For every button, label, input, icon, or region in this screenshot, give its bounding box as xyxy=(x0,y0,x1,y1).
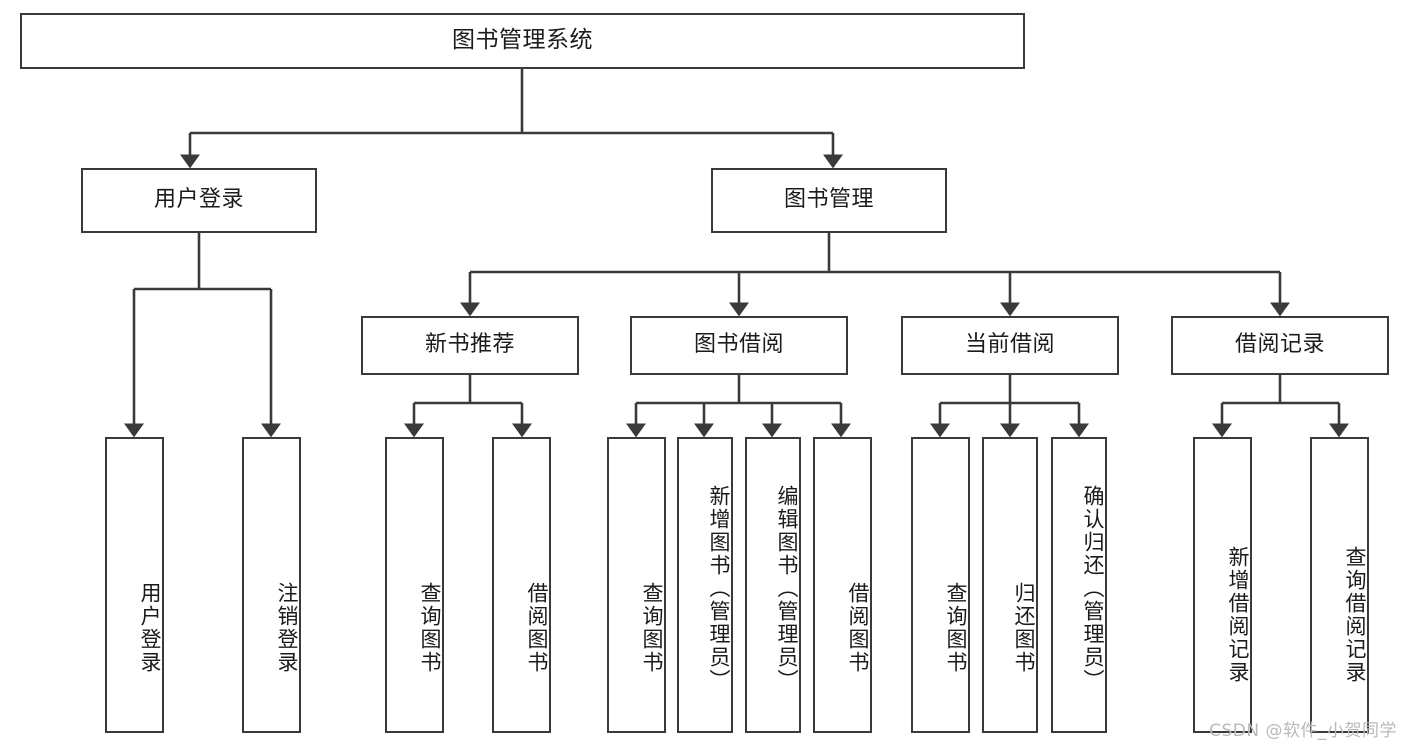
leaf-return-book-label: 归还图书 xyxy=(1012,582,1036,674)
leaf-confirm-return-label: 确认归还（管理员） xyxy=(1081,484,1105,692)
leaf-confirm-return[interactable]: 确认归还（管理员） xyxy=(1051,437,1107,733)
leaf-borrow-book-recommend[interactable]: 借阅图书 xyxy=(492,437,551,733)
node-current-borrow-label: 当前借阅 xyxy=(964,332,1055,358)
node-root-label: 图书管理系统 xyxy=(452,27,593,54)
node-new-book-recommend-label: 新书推荐 xyxy=(424,332,515,358)
csdn-watermark: CSDN @软件_小贺同学 xyxy=(1209,721,1397,741)
node-book-manage[interactable]: 图书管理 xyxy=(711,168,947,233)
node-borrow-record[interactable]: 借阅记录 xyxy=(1171,316,1389,375)
leaf-edit-book-label: 编辑图书（管理员） xyxy=(775,484,799,692)
leaf-query-book-recommend[interactable]: 查询图书 xyxy=(385,437,444,733)
node-new-book-recommend[interactable]: 新书推荐 xyxy=(361,316,579,375)
node-book-borrow-label: 图书借阅 xyxy=(693,332,784,358)
node-user-login-label: 用户登录 xyxy=(153,187,244,213)
node-book-borrow[interactable]: 图书借阅 xyxy=(630,316,848,375)
leaf-add-book-label: 新增图书（管理员） xyxy=(707,484,731,692)
leaf-borrow-book-borrow-label: 借阅图书 xyxy=(846,582,870,674)
leaf-query-book-borrow-label: 查询图书 xyxy=(640,582,664,674)
node-root-system[interactable]: 图书管理系统 xyxy=(20,13,1025,69)
node-user-login[interactable]: 用户登录 xyxy=(81,168,317,233)
leaf-query-borrow-record-label: 查询借阅记录 xyxy=(1343,546,1367,684)
node-borrow-record-label: 借阅记录 xyxy=(1234,332,1325,358)
node-current-borrow[interactable]: 当前借阅 xyxy=(901,316,1119,375)
leaf-add-book[interactable]: 新增图书（管理员） xyxy=(677,437,733,733)
leaf-query-book-current[interactable]: 查询图书 xyxy=(911,437,970,733)
leaf-query-book-borrow[interactable]: 查询图书 xyxy=(607,437,666,733)
leaf-return-book[interactable]: 归还图书 xyxy=(982,437,1038,733)
leaf-user-logout[interactable]: 注销登录 xyxy=(242,437,301,733)
leaf-query-book-recommend-label: 查询图书 xyxy=(418,582,442,674)
leaf-user-login-label: 用户登录 xyxy=(138,582,162,674)
node-book-manage-label: 图书管理 xyxy=(783,187,874,213)
leaf-borrow-book-recommend-label: 借阅图书 xyxy=(525,582,549,674)
leaf-user-login[interactable]: 用户登录 xyxy=(105,437,164,733)
leaf-borrow-book-borrow[interactable]: 借阅图书 xyxy=(813,437,872,733)
leaf-query-borrow-record[interactable]: 查询借阅记录 xyxy=(1310,437,1369,733)
leaf-edit-book[interactable]: 编辑图书（管理员） xyxy=(745,437,801,733)
leaf-add-borrow-record-label: 新增借阅记录 xyxy=(1226,546,1250,684)
leaf-user-logout-label: 注销登录 xyxy=(275,582,299,674)
leaf-query-book-current-label: 查询图书 xyxy=(944,582,968,674)
leaf-add-borrow-record[interactable]: 新增借阅记录 xyxy=(1193,437,1252,733)
